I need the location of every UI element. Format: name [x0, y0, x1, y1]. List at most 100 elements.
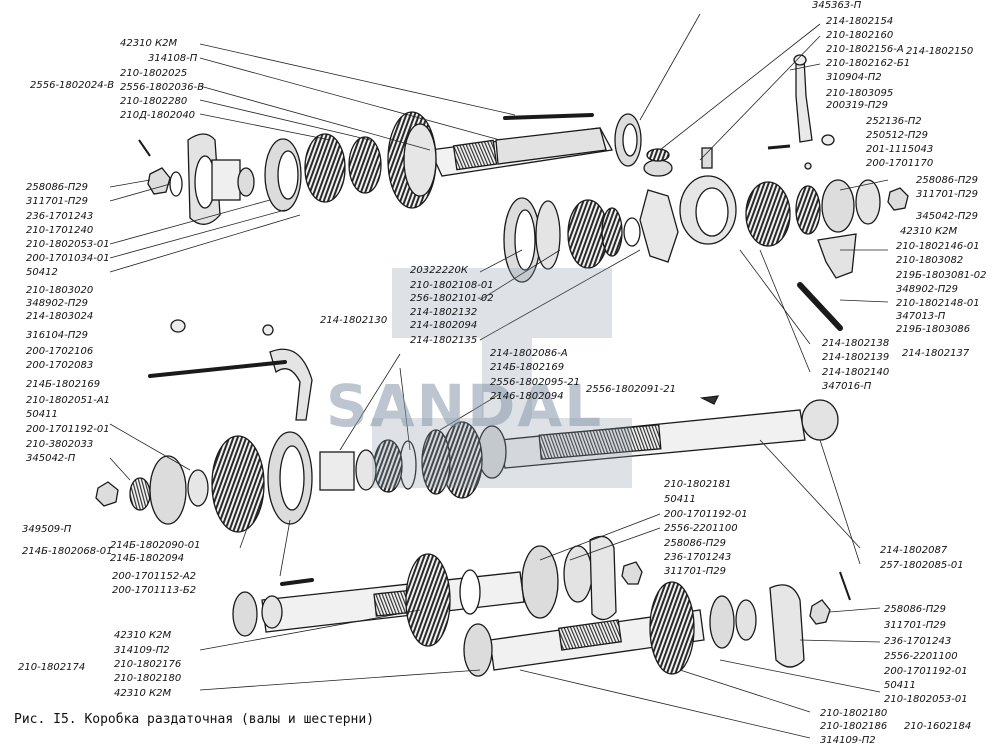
- part-label: 50411: [26, 409, 58, 420]
- leader-lines: [109, 13, 889, 739]
- part-label: 200-1701034-01: [26, 253, 110, 264]
- part-label: 214Б-1802169: [26, 379, 101, 390]
- part-label: 210-1802160: [826, 30, 894, 41]
- part-label: 42310 К2М: [900, 226, 958, 237]
- part-label: 210-1802181: [664, 479, 732, 490]
- part-label: 258086-П29: [664, 538, 727, 549]
- part-label: 236-1701243: [664, 552, 732, 563]
- part-label: 256-1802101-02: [410, 293, 494, 304]
- middle-cluster-group: [503, 54, 909, 331]
- part-label: 20322220К: [410, 265, 468, 276]
- part-label: 214Б-1802169: [490, 362, 565, 373]
- part-label: 348902-П29: [896, 284, 959, 295]
- part-label: 210-1802186: [820, 721, 888, 732]
- part-label: 347016-П: [822, 381, 872, 392]
- part-label: 311701-П29: [916, 189, 979, 200]
- part-label: 311701-П29: [26, 196, 89, 207]
- part-label: 210-1802174: [18, 662, 86, 673]
- part-label: 210-1802025: [120, 68, 188, 79]
- part-label: 210-1802051-А1: [26, 395, 111, 406]
- main-shaft-group: [95, 319, 839, 533]
- part-label: 214-1802140: [822, 367, 890, 378]
- part-label: 2556-1802095-21: [490, 377, 580, 388]
- part-label: 250512-П29: [866, 130, 929, 141]
- part-label: 258086-П29: [884, 604, 947, 615]
- part-label: 50411: [884, 680, 916, 691]
- part-label: 310904-П2: [826, 72, 882, 83]
- part-label: 210-1802053-01: [26, 239, 110, 250]
- part-label: 210Д-1802040: [120, 110, 196, 121]
- part-label: 314109-П2: [820, 735, 876, 746]
- part-label: 50411: [664, 494, 696, 505]
- part-label: 214Б-1802090-01: [110, 540, 201, 551]
- part-label: 201-1115043: [866, 144, 934, 155]
- part-label: 210-1602184: [904, 721, 972, 732]
- part-label: 214-1802132: [410, 307, 478, 318]
- part-label: 2556-1802091-21: [586, 384, 676, 395]
- figure-caption: Рис. I5. Коробка раздаточная (валы и шес…: [14, 712, 375, 727]
- part-label: 42310 К2М: [114, 688, 172, 699]
- part-label: 2556-2201100: [664, 523, 738, 534]
- part-label: 210-1802148-01: [896, 298, 980, 309]
- part-label: 200-1702083: [26, 360, 94, 371]
- part-label: 258086-П29: [916, 175, 979, 186]
- part-label: 210-1802280: [120, 96, 188, 107]
- part-label: 214Б-1802068-01: [22, 546, 113, 557]
- part-label: 258086-П29: [26, 182, 89, 193]
- part-label: 200-1701113-Б2: [112, 585, 197, 596]
- part-label: 347013-П: [896, 311, 946, 322]
- part-label: 2556-1802036-В: [120, 82, 205, 93]
- part-label: 210-1802176: [114, 659, 182, 670]
- part-label: 210-3802033: [26, 439, 94, 450]
- part-label: 200-1701152-А2: [112, 571, 197, 582]
- part-label: 210-1802180: [820, 708, 888, 719]
- part-label: 50412: [26, 267, 58, 278]
- part-label: 210-1803095: [826, 88, 894, 99]
- part-label: 200-1702106: [26, 346, 94, 357]
- part-label: 214-1802086-А: [490, 348, 568, 359]
- part-label: 214-1802094: [410, 320, 478, 331]
- part-label: 210-1803020: [26, 285, 94, 296]
- part-label: 210-1802180: [114, 673, 182, 684]
- part-label: 214-1802135: [410, 335, 478, 346]
- part-label: 210-1701240: [26, 225, 94, 236]
- part-label: 236-1701243: [26, 211, 94, 222]
- part-label: 210-1802146-01: [896, 241, 980, 252]
- part-label: 345042-П: [26, 453, 76, 464]
- part-label: 314109-П2: [114, 645, 170, 656]
- part-label: 219Б-1803086: [896, 324, 971, 335]
- part-label: 200-1701192-01: [26, 424, 110, 435]
- part-label: 214-1802138: [822, 338, 890, 349]
- part-label: 316104-П29: [26, 330, 89, 341]
- part-label: 210-1803082: [896, 255, 964, 266]
- part-label: 214-1802130: [320, 315, 388, 326]
- upper-shaft-group: [138, 111, 642, 225]
- part-label: 349509-П: [22, 524, 72, 535]
- part-label: 345363-П: [812, 0, 862, 11]
- part-label: 214Б-1802094: [110, 553, 185, 564]
- part-label: 200-1701192-01: [664, 509, 748, 520]
- part-label: 210-1802053-01: [884, 694, 968, 705]
- part-label: 214-1802087: [880, 545, 948, 556]
- part-label: 2556-2201100: [884, 651, 958, 662]
- part-label: 200-1701170: [866, 158, 934, 169]
- part-label: 214-1802137: [902, 348, 970, 359]
- part-label: 236-1701243: [884, 636, 952, 647]
- part-label: 42310 К2М: [120, 38, 178, 49]
- part-label: 42310 К2М: [114, 630, 172, 641]
- part-label: 2556-1802024-В: [30, 80, 115, 91]
- part-label: 2146-1802094: [490, 391, 564, 402]
- part-label: 345042-П29: [916, 211, 979, 222]
- part-label: 311701-П29: [884, 620, 947, 631]
- lower-shafts-group: [232, 535, 851, 677]
- part-label: 314108-П: [148, 53, 198, 64]
- part-label: 210-1802162-Б1: [826, 58, 911, 69]
- part-label: 214-1802139: [822, 352, 890, 363]
- part-label: 214-1802154: [826, 16, 894, 27]
- part-label: 214-1803024: [26, 311, 94, 322]
- part-label: 257-1802085-01: [880, 560, 964, 571]
- part-label: 219Б-1803081-02: [896, 270, 987, 281]
- part-label: 210-1802108-01: [410, 280, 494, 291]
- part-label: 200-1701192-01: [884, 666, 968, 677]
